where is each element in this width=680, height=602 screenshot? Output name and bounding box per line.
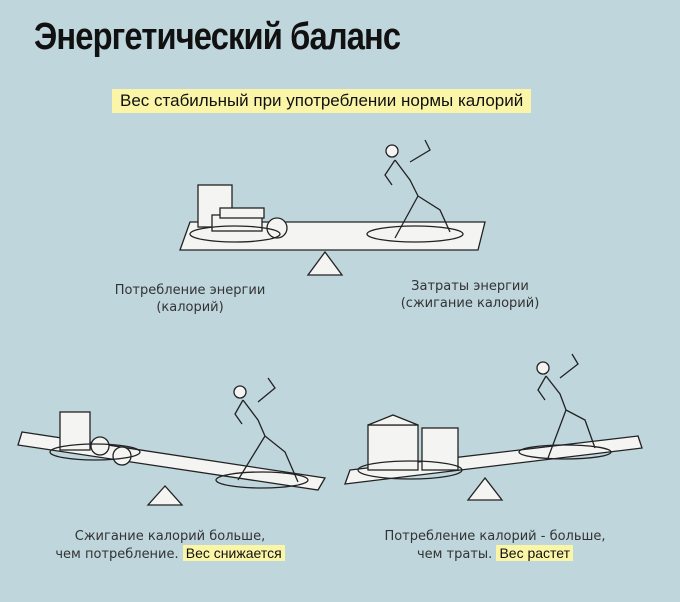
weight-loss-highlight: Вес снижается [182,545,285,561]
caption-line-wrapper: чем траты. Вес растет [365,545,625,563]
caption-line: Сжигание калорий больше, [74,529,266,544]
fulcrum [466,476,504,501]
fulcrum [306,250,344,276]
label-line: (калорий) [156,300,224,315]
label-line: (сжигание калорий) [400,296,540,311]
food-icon [189,184,288,243]
fulcrum [146,485,184,506]
caption-line: чем траты. [416,547,493,562]
athlete-icon [518,353,612,460]
plank [344,435,643,485]
subtitle-highlight: Вес стабильный при употреблении нормы ка… [112,89,532,113]
caption-line: Потребление калорий - больше, [384,529,606,544]
loss-seesaw [17,377,327,506]
food-icon [49,411,141,466]
athlete-icon [366,139,464,243]
weight-gain-highlight: Вес растет [496,545,574,561]
caption-line: чем потребление. [55,547,179,562]
athlete-icon [215,377,309,489]
label-line: Затраты энергии [411,279,529,294]
weight-gain-caption: Потребление калорий - больше, чем траты.… [365,528,625,563]
page-title: Энергетический баланс [34,16,401,58]
caption-line-wrapper: чем потребление. Вес снижается [20,545,320,563]
energy-intake-label: Потребление энергии (калорий) [90,282,290,316]
label-line: Потребление энергии [114,283,266,298]
gain-seesaw [344,353,643,501]
weight-loss-caption: Сжигание калорий больше, чем потребление… [20,528,320,563]
balanced-seesaw [179,139,486,276]
energy-expenditure-label: Затраты энергии (сжигание калорий) [370,278,570,312]
food-icon [357,414,463,480]
